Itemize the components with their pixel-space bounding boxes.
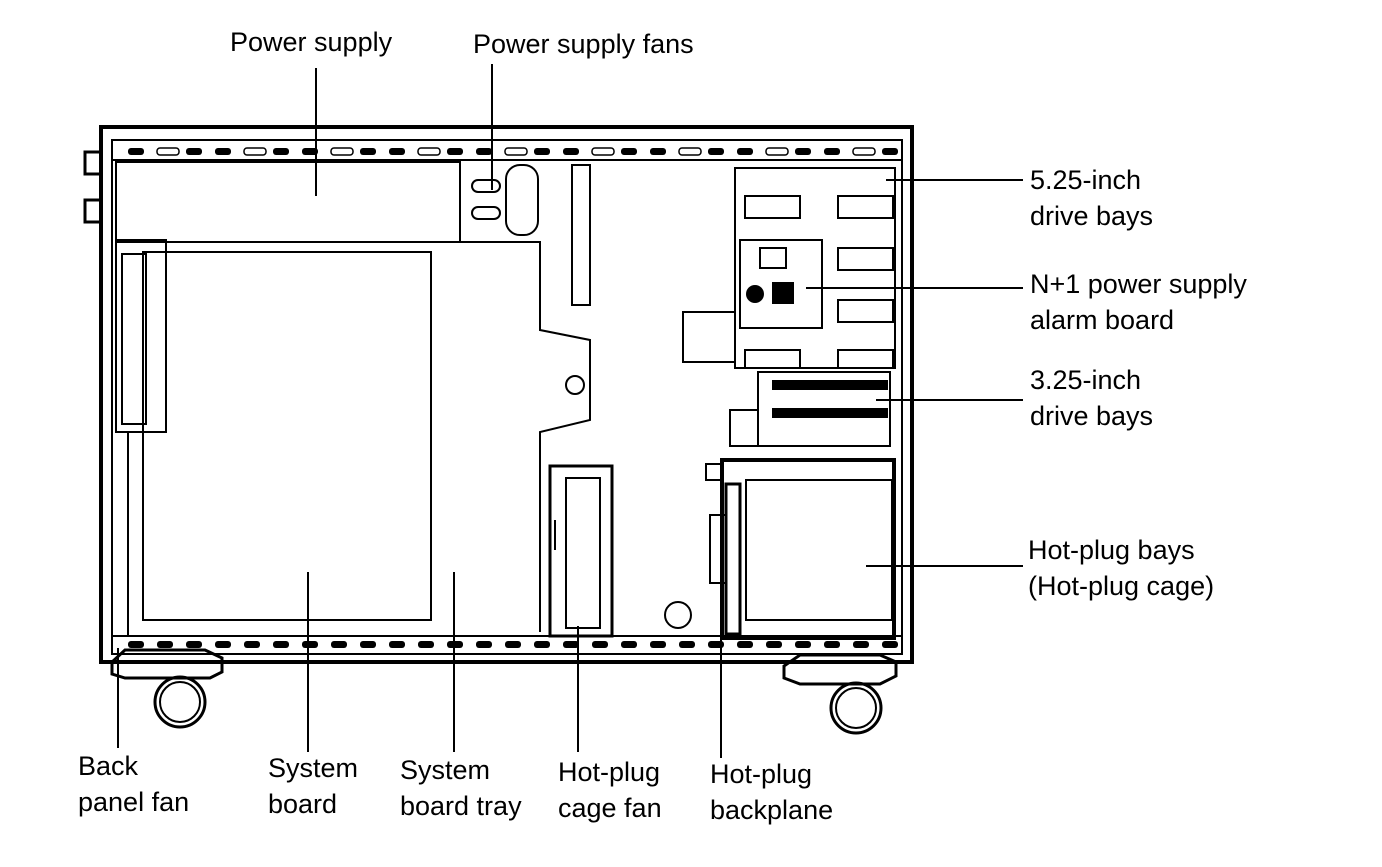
vent-slot (853, 641, 869, 648)
vent-slot (650, 148, 666, 155)
vent-slot (852, 147, 876, 156)
vent-slot (186, 641, 202, 648)
hot-plug-cage (705, 458, 896, 640)
vent-slot (592, 641, 608, 648)
vent-slot (504, 147, 528, 156)
vent-slot (766, 641, 782, 648)
label-power-supply: Power supply (230, 27, 393, 57)
vent-slot (563, 641, 579, 648)
vent-slot (273, 148, 289, 155)
vent-slot (360, 148, 376, 155)
drive-bays-3-25 (729, 371, 891, 447)
vent-slot (563, 148, 579, 155)
vent-slot (795, 641, 811, 648)
label-alarm-board: N+1 power supply alarm board (1030, 269, 1247, 335)
vent-slot (678, 147, 702, 156)
system-board (142, 251, 432, 621)
vent-slot (215, 641, 231, 648)
vent-slot (591, 147, 615, 156)
vent-slot (882, 148, 898, 155)
vent-slot (534, 641, 550, 648)
vent-slot (273, 641, 289, 648)
label-5-25-drive-bays: 5.25-inch drive bays (1030, 165, 1154, 231)
vent-slot (476, 148, 492, 155)
vent-slot (824, 148, 840, 155)
vent-slot (417, 147, 441, 156)
vent-slot (389, 641, 405, 648)
vent-slot (650, 641, 666, 648)
vent-slot (679, 641, 695, 648)
label-hot-plug-backplane: Hot-plug backplane (710, 759, 834, 825)
vent-slot (447, 148, 463, 155)
vent-slot (476, 641, 492, 648)
vent-slot (621, 641, 637, 648)
label-back-panel-fan: Back panel fan (78, 751, 190, 817)
vent-slot (331, 641, 347, 648)
label-hot-plug-cage-fan: Hot-plug cage fan (558, 757, 662, 823)
vent-slot (128, 641, 144, 648)
back-panel-fan (115, 239, 167, 636)
label-power-supply-fans: Power supply fans (473, 29, 694, 59)
power-supply (115, 161, 461, 243)
hot-plug-cage-fan (548, 464, 692, 638)
rear-foot-caster (110, 648, 224, 729)
vent-slot (360, 641, 376, 648)
vent-slot (389, 148, 405, 155)
label-system-board-tray: System board tray (400, 755, 522, 821)
front-foot-caster (782, 653, 898, 735)
vent-slot (505, 641, 521, 648)
vent-slot (330, 147, 354, 156)
vent-slot (302, 148, 318, 155)
alarm-board (739, 239, 823, 329)
vent-slot (215, 148, 231, 155)
top-vent-rail (128, 147, 898, 156)
vent-slot (302, 641, 318, 648)
vent-slot (156, 147, 180, 156)
vent-slot (186, 148, 202, 155)
vent-slot (882, 641, 898, 648)
vent-slot (244, 641, 260, 648)
vent-slot (708, 148, 724, 155)
power-supply-fans (459, 162, 591, 632)
label-3-25-drive-bays: 3.25-inch drive bays (1030, 365, 1154, 431)
vent-slot (765, 147, 789, 156)
vent-slot (824, 641, 840, 648)
vent-slot (243, 147, 267, 156)
hot-plug-backplane (709, 482, 742, 636)
chassis-frame (83, 125, 914, 664)
vent-slot (795, 148, 811, 155)
bottom-vent-rail (128, 641, 898, 648)
vent-slot (621, 148, 637, 155)
label-hot-plug-bays: Hot-plug bays (Hot-plug cage) (1028, 535, 1215, 601)
label-system-board: System board (268, 753, 359, 819)
vent-slot (157, 641, 173, 648)
vent-slot (737, 148, 753, 155)
leader-lines (117, 64, 1023, 758)
vent-slot (534, 148, 550, 155)
vent-slot (128, 148, 144, 155)
vent-slot (418, 641, 434, 648)
vent-slot (737, 641, 753, 648)
drive-bays-5-25 (682, 167, 896, 369)
